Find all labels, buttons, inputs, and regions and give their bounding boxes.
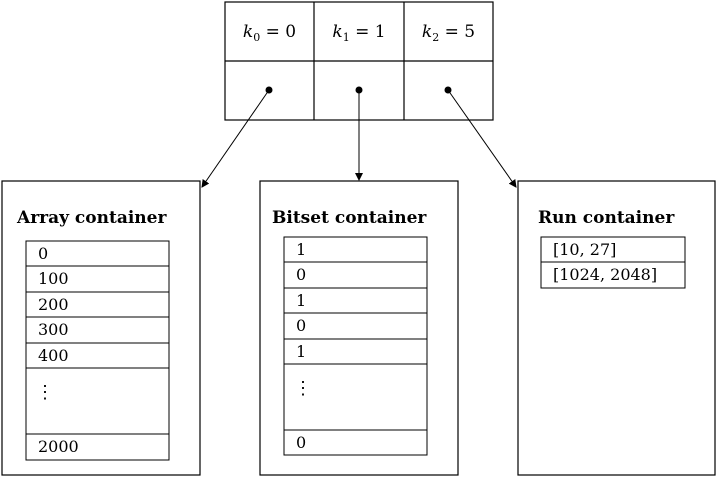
array-values-box — [25, 240, 170, 461]
array-ellipsis: ⋮ — [36, 382, 54, 403]
bitset-value-last: 0 — [296, 433, 306, 452]
array-container-title: Array container — [16, 208, 167, 228]
run-container: Run container [10, 27] [1024, 2048] — [517, 180, 716, 476]
run-value: [10, 27] — [553, 240, 616, 259]
array-value: 300 — [38, 320, 69, 339]
array-value: 0 — [38, 244, 48, 263]
bitset-value: 0 — [296, 265, 306, 284]
bitset-values-box — [283, 236, 428, 456]
key-label-2: k2 = 5 — [422, 22, 475, 44]
bitset-value: 1 — [296, 240, 306, 259]
bitset-ellipsis: ⋮ — [294, 378, 312, 399]
run-value: [1024, 2048] — [553, 265, 657, 284]
key-label-0: k0 = 0 — [243, 22, 296, 44]
pointer-arrow-run — [447, 89, 517, 188]
bitset-value: 1 — [296, 291, 306, 310]
key-label-1: k1 = 1 — [332, 22, 385, 44]
bitset-container-box — [259, 180, 459, 476]
bitset-container-title: Bitset container — [272, 208, 427, 228]
array-value-last: 2000 — [38, 437, 79, 456]
bitset-container: Bitset container 1 0 1 0 1 ⋮ 0 — [259, 180, 459, 476]
pointer-arrow-array — [201, 89, 270, 188]
run-container-title: Run container — [538, 208, 675, 228]
bitset-value: 0 — [296, 316, 306, 335]
array-container-box — [1, 180, 201, 476]
bitset-value: 1 — [296, 342, 306, 361]
array-value: 400 — [38, 346, 69, 365]
run-container-box — [517, 180, 716, 476]
array-value: 200 — [38, 295, 69, 314]
array-value: 100 — [38, 269, 69, 288]
array-container: Array container 0 100 200 300 400 ⋮ 2000 — [1, 180, 201, 476]
